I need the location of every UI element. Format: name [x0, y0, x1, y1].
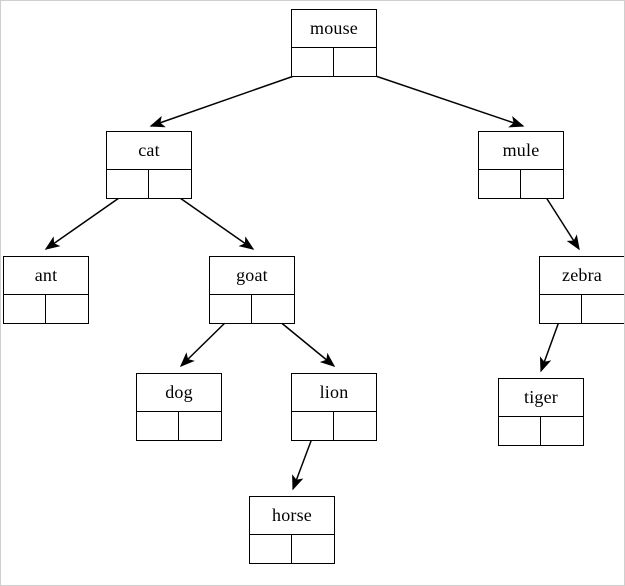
tree-node-right-pointer[interactable] — [334, 412, 376, 440]
tree-node-right-pointer[interactable] — [292, 535, 334, 563]
tree-node-left-pointer[interactable] — [292, 48, 334, 76]
tree-node-pointer-row — [499, 417, 583, 445]
tree-node-left-pointer[interactable] — [292, 412, 334, 440]
tree-node-pointer-row — [137, 412, 221, 440]
tree-node-ant[interactable]: ant — [3, 256, 89, 324]
tree-node-right-pointer[interactable] — [46, 295, 88, 323]
tree-edge-mouse-cat — [149, 68, 315, 128]
tree-edge-cat-goat — [169, 190, 255, 250]
tree-node-pointer-row — [107, 170, 191, 198]
tree-node-label: lion — [292, 374, 376, 412]
tree-node-right-pointer[interactable] — [252, 295, 294, 323]
tree-node-label: dog — [137, 374, 221, 412]
tree-node-pointer-row — [4, 295, 88, 323]
tree-node-horse[interactable]: horse — [249, 496, 335, 564]
tree-node-mouse[interactable]: mouse — [291, 9, 377, 77]
tree-node-tiger[interactable]: tiger — [498, 378, 584, 446]
tree-node-pointer-row — [292, 48, 376, 76]
tree-node-right-pointer[interactable] — [149, 170, 191, 198]
tree-edge-mule-zebra — [541, 190, 580, 251]
tree-node-dog[interactable]: dog — [136, 373, 222, 441]
tree-node-left-pointer[interactable] — [107, 170, 149, 198]
tree-node-left-pointer[interactable] — [4, 295, 46, 323]
tree-node-right-pointer[interactable] — [541, 417, 583, 445]
tree-node-right-pointer[interactable] — [334, 48, 376, 76]
tree-node-zebra[interactable]: zebra — [539, 256, 624, 324]
tree-edge-zebra-tiger — [539, 315, 562, 373]
tree-node-pointer-row — [250, 535, 334, 563]
tree-node-left-pointer[interactable] — [499, 417, 541, 445]
tree-node-left-pointer[interactable] — [250, 535, 292, 563]
tree-node-left-pointer[interactable] — [479, 170, 521, 198]
tree-node-left-pointer[interactable] — [540, 295, 582, 323]
tree-node-left-pointer[interactable] — [137, 412, 179, 440]
tree-node-label: zebra — [540, 257, 624, 295]
tree-node-label: cat — [107, 132, 191, 170]
tree-node-goat[interactable]: goat — [209, 256, 295, 324]
tree-node-label: mouse — [292, 10, 376, 48]
tree-edge-mouse-mule — [354, 68, 525, 128]
tree-node-pointer-row — [540, 295, 624, 323]
tree-node-pointer-row — [210, 295, 294, 323]
tree-node-label: ant — [4, 257, 88, 295]
tree-node-cat[interactable]: cat — [106, 131, 192, 199]
tree-node-label: tiger — [499, 379, 583, 417]
tree-node-right-pointer[interactable] — [582, 295, 624, 323]
tree-node-label: goat — [210, 257, 294, 295]
tree-node-pointer-row — [479, 170, 563, 198]
tree-edge-lion-horse — [292, 432, 315, 491]
tree-node-label: horse — [250, 497, 334, 535]
tree-node-lion[interactable]: lion — [291, 373, 377, 441]
tree-node-label: mule — [479, 132, 563, 170]
tree-node-mule[interactable]: mule — [478, 131, 564, 199]
tree-node-pointer-row — [292, 412, 376, 440]
tree-node-right-pointer[interactable] — [179, 412, 221, 440]
tree-node-right-pointer[interactable] — [521, 170, 563, 198]
tree-node-left-pointer[interactable] — [210, 295, 252, 323]
tree-edge-cat-ant — [44, 190, 130, 250]
